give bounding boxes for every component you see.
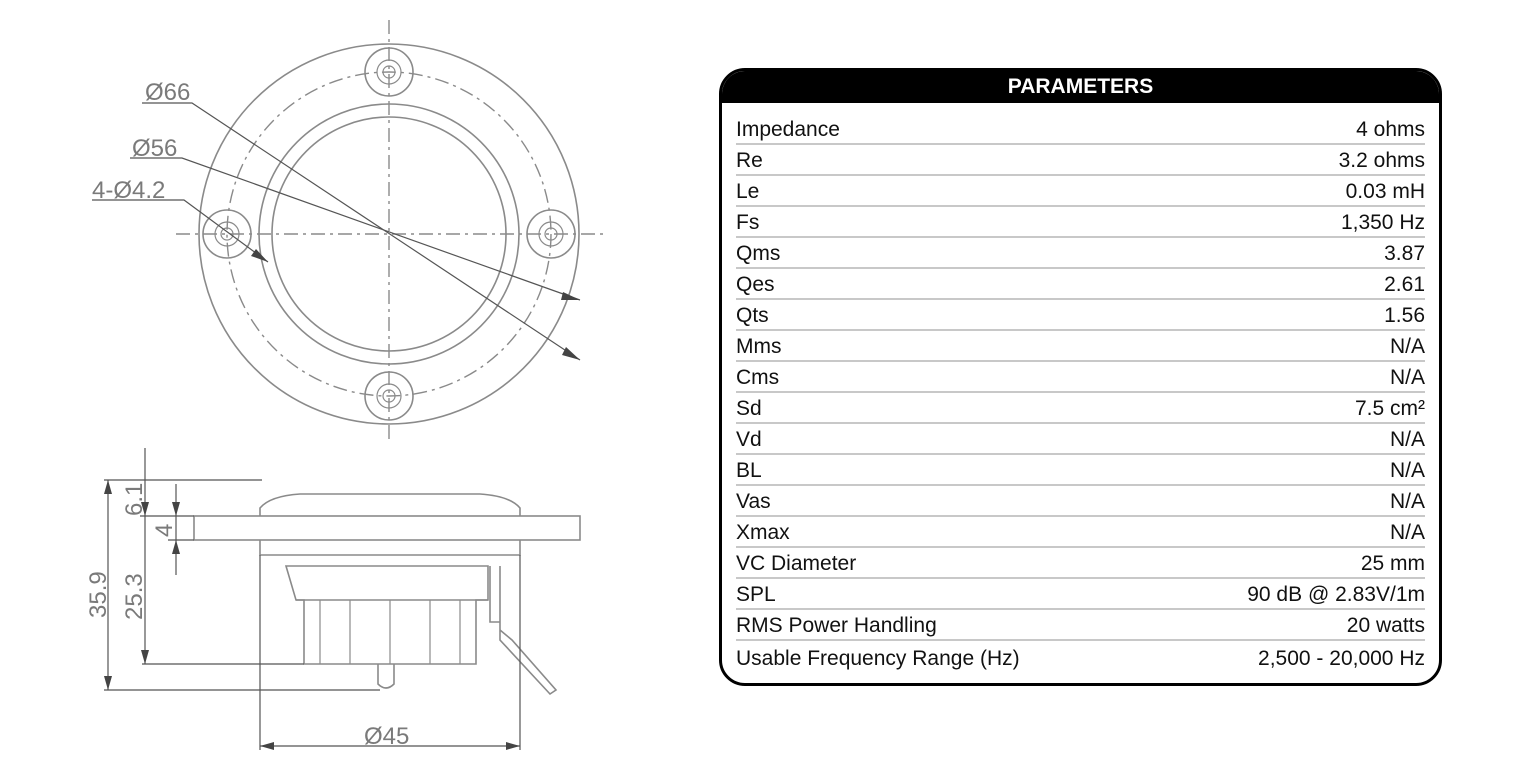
parameter-label: Cms: [736, 366, 780, 389]
label-d56: Ø56: [132, 135, 177, 162]
bolt-circle: [226, 71, 552, 397]
top-view: Ø66 Ø56 4-Ø4.2: [92, 20, 604, 440]
leader-d56: [130, 157, 581, 301]
parameter-row: VC Diameter 25 mm: [736, 548, 1425, 579]
mounting-hole-right: [526, 209, 576, 259]
parameter-row: SPL 90 dB @ 2.83V/1m: [736, 579, 1425, 610]
parameter-label: SPL: [736, 583, 776, 606]
leader-d66: [142, 102, 581, 361]
parameter-label: Vd: [736, 428, 762, 451]
parameter-value: N/A: [1389, 459, 1425, 482]
arrow-holes: [251, 249, 268, 262]
mounting-hole-top: [364, 47, 414, 97]
parameter-row: Usable Frequency Range (Hz) 2,500 - 20,00…: [736, 641, 1425, 672]
label-d45: Ø45: [364, 723, 409, 750]
dome-ring-outer: [258, 103, 520, 365]
parameter-label: Fs: [736, 211, 760, 234]
parameter-label: Le: [736, 180, 760, 203]
parameter-value: 90 dB @ 2.83V/1m: [1247, 583, 1425, 606]
parameter-value: 2.61: [1384, 273, 1425, 296]
leader-holes: [92, 199, 269, 263]
arrow-35-9-bottom: [104, 676, 112, 690]
mounting-hole-left: [202, 209, 252, 259]
parameter-value: 2,500 - 20,000 Hz: [1258, 647, 1425, 670]
parameter-value: 3.87: [1384, 242, 1425, 265]
mounting-hole-bottom: [364, 371, 414, 421]
parameter-value: 3.2 ohms: [1338, 149, 1425, 172]
parameter-label: Sd: [736, 397, 762, 420]
dome: [259, 493, 521, 516]
parameter-row: Re 3.2 ohms: [736, 145, 1425, 176]
parameter-label: Qts: [736, 304, 769, 327]
parameter-row: Qms 3.87: [736, 238, 1425, 269]
parameters-title: PARAMETERS: [722, 71, 1439, 103]
parameter-value: 1,350 Hz: [1340, 211, 1425, 234]
label-35-9: 35.9: [85, 571, 112, 618]
parameter-row: Mms N/A: [736, 331, 1425, 362]
parameter-value: 20 watts: [1346, 614, 1425, 637]
arrow-4-bottom: [172, 540, 180, 554]
parameter-row: Sd 7.5 cm²: [736, 393, 1425, 424]
parameter-row: Qes 2.61: [736, 269, 1425, 300]
label-4: 4: [151, 524, 178, 537]
parameter-value: N/A: [1389, 521, 1425, 544]
housing: [259, 540, 521, 556]
side-terminal: [489, 566, 558, 696]
parameter-value: 0.03 mH: [1345, 180, 1425, 203]
side-view: 35.9 25.3 6.1 4 Ø45: [85, 448, 581, 750]
parameter-row: Vas N/A: [736, 486, 1425, 517]
arrow-25-3-top: [141, 502, 149, 516]
parameter-row: Cms N/A: [736, 362, 1425, 393]
parameter-label: Xmax: [736, 521, 790, 544]
terminal-tab: [377, 664, 395, 689]
dome-ring-inner: [271, 116, 507, 352]
parameter-label: Mms: [736, 335, 782, 358]
parameter-row: Xmax N/A: [736, 517, 1425, 548]
arrow-d66: [562, 347, 580, 360]
parameter-label: Vas: [736, 490, 771, 513]
parameter-label: RMS Power Handling: [736, 614, 937, 637]
arrow-45-right: [506, 742, 520, 750]
parameter-label: Impedance: [736, 118, 840, 141]
parameter-row: Le 0.03 mH: [736, 176, 1425, 207]
parameter-row: Vd N/A: [736, 424, 1425, 455]
arrow-25-3-bottom: [141, 650, 149, 664]
parameter-value: N/A: [1389, 490, 1425, 513]
label-25-3: 25.3: [121, 573, 148, 620]
parameter-value: 4 ohms: [1356, 118, 1425, 141]
parameter-value: 1.56: [1384, 304, 1425, 327]
parameter-label: Re: [736, 149, 763, 172]
parameter-label: VC Diameter: [736, 552, 857, 575]
parameter-value: N/A: [1389, 366, 1425, 389]
parameter-label: Qes: [736, 273, 775, 296]
parameter-label: Usable Frequency Range (Hz): [736, 647, 1020, 670]
label-6-1: 6.1: [121, 483, 148, 516]
parameter-value: 7.5 cm²: [1354, 397, 1425, 420]
magnet-top: [284, 565, 489, 601]
parameter-row: BL N/A: [736, 455, 1425, 486]
label-d66: Ø66: [145, 79, 190, 106]
arrow-35-9-top: [104, 480, 112, 494]
parameter-row: Qts 1.56: [736, 300, 1425, 331]
label-holes: 4-Ø4.2: [92, 177, 165, 204]
parameter-value: N/A: [1389, 428, 1425, 451]
parameter-value: 25 mm: [1360, 552, 1425, 575]
parameter-row: Fs 1,350 Hz: [736, 207, 1425, 238]
parameter-row: Impedance 4 ohms: [736, 114, 1425, 145]
parameter-label: Qms: [736, 242, 781, 265]
flange-outline: [198, 43, 580, 425]
flange-plate: [193, 515, 581, 541]
arrow-45-left: [260, 742, 274, 750]
parameter-value: N/A: [1389, 335, 1425, 358]
technical-drawing: Ø66 Ø56 4-Ø4.2 35.: [85, 20, 604, 750]
arrow-d56: [561, 292, 580, 300]
arrow-4-top: [172, 502, 180, 516]
parameter-row: RMS Power Handling 20 watts: [736, 610, 1425, 641]
magnet-body: [296, 599, 488, 665]
parameter-label: BL: [736, 459, 762, 482]
